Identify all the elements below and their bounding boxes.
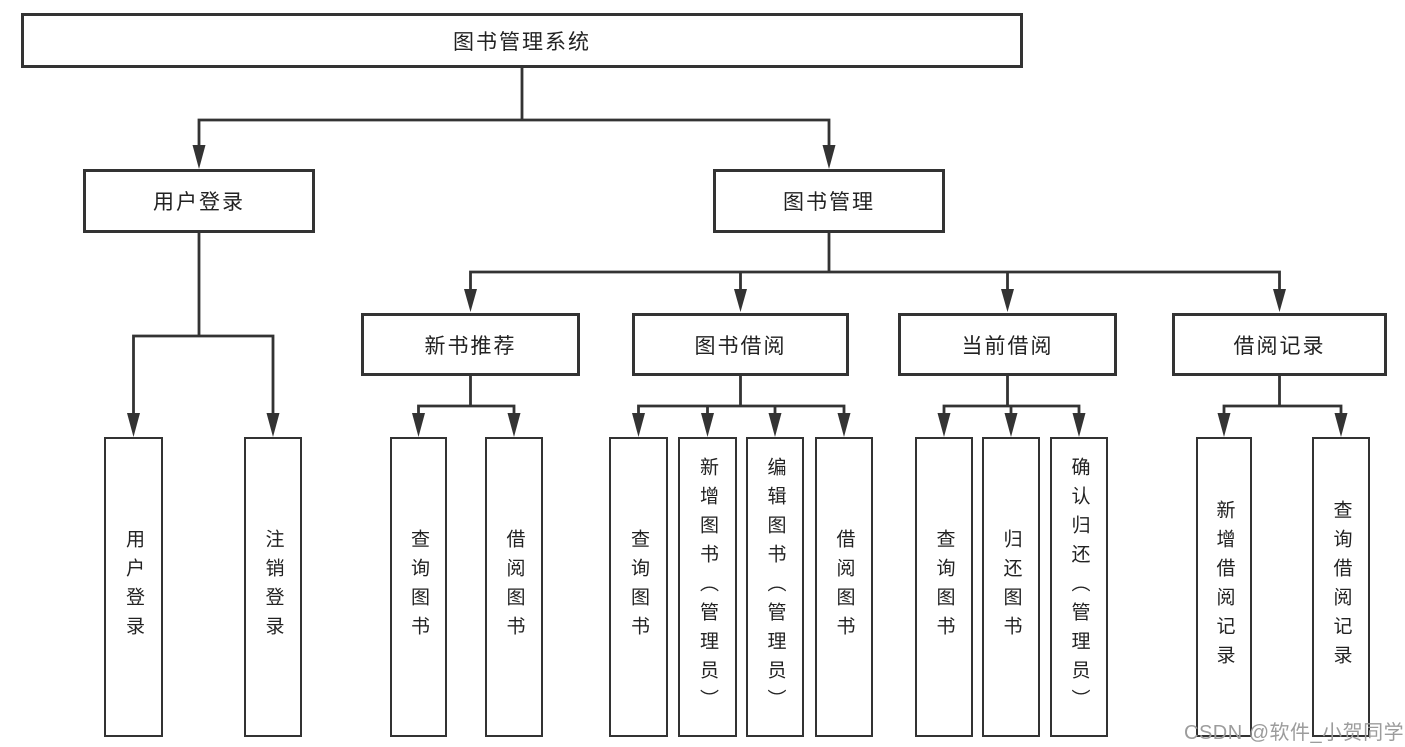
leaf-record-add-label: 新增借阅记录 bbox=[1213, 500, 1235, 674]
node-user-login-branch: 用户登录 bbox=[83, 169, 315, 233]
connector-borrow-to-leaves bbox=[637, 374, 846, 420]
leaf-confirm-return-admin-label: 确认归还（管理员） bbox=[1068, 456, 1090, 718]
leaf-return-book-label: 归还图书 bbox=[1000, 529, 1022, 645]
leaf-current-query-label: 查询图书 bbox=[933, 529, 955, 645]
leaf-record-query: 查询借阅记录 bbox=[1312, 437, 1370, 737]
leaf-user-login: 用户登录 bbox=[104, 437, 163, 737]
leaf-borrow-book-label: 借阅图书 bbox=[833, 529, 855, 645]
node-book-borrow: 图书借阅 bbox=[632, 313, 849, 376]
connector-userlogin-to-leaves bbox=[132, 231, 275, 420]
leaf-user-login-label: 用户登录 bbox=[123, 529, 144, 645]
leaf-logout-label: 注销登录 bbox=[262, 529, 284, 645]
leaf-newbook-borrow-label: 借阅图书 bbox=[503, 529, 525, 645]
connector-current-to-leaves bbox=[942, 374, 1081, 420]
node-borrow-record: 借阅记录 bbox=[1172, 313, 1387, 376]
connector-newbook-to-leaves bbox=[417, 374, 516, 420]
leaf-record-add: 新增借阅记录 bbox=[1196, 437, 1252, 737]
node-book-management-branch-label: 图书管理 bbox=[783, 191, 875, 214]
leaf-borrow-query-label: 查询图书 bbox=[628, 529, 649, 645]
leaf-borrow-edit-admin-label: 编辑图书（管理员） bbox=[764, 456, 786, 718]
connector-bookmgmt-to-level3 bbox=[469, 231, 1281, 295]
node-user-login-branch-label: 用户登录 bbox=[153, 191, 245, 214]
connector-record-to-leaves bbox=[1222, 374, 1343, 420]
node-book-management-branch: 图书管理 bbox=[713, 169, 945, 233]
leaf-newbook-query-label: 查询图书 bbox=[408, 529, 429, 645]
leaf-borrow-book: 借阅图书 bbox=[815, 437, 873, 737]
node-current-borrow-label: 当前借阅 bbox=[961, 334, 1054, 358]
leaf-confirm-return-admin: 确认归还（管理员） bbox=[1050, 437, 1108, 737]
leaf-borrow-add-admin: 新增图书（管理员） bbox=[678, 437, 737, 737]
node-root-system-label: 图书管理系统 bbox=[453, 30, 591, 54]
node-new-book-recommend-label: 新书推荐 bbox=[424, 334, 517, 358]
leaf-borrow-edit-admin: 编辑图书（管理员） bbox=[746, 437, 804, 737]
node-current-borrow: 当前借阅 bbox=[898, 313, 1117, 376]
node-root-system: 图书管理系统 bbox=[21, 13, 1023, 68]
leaf-return-book: 归还图书 bbox=[982, 437, 1040, 737]
node-book-borrow-label: 图书借阅 bbox=[694, 334, 787, 358]
leaf-newbook-borrow: 借阅图书 bbox=[485, 437, 543, 737]
node-new-book-recommend: 新书推荐 bbox=[361, 313, 580, 376]
leaf-borrow-add-admin-label: 新增图书（管理员） bbox=[697, 456, 718, 718]
arrowheads bbox=[127, 145, 1348, 437]
node-borrow-record-label: 借阅记录 bbox=[1233, 334, 1326, 358]
leaf-current-query: 查询图书 bbox=[915, 437, 973, 737]
csdn-watermark: CSDN @软件_小贺同学 bbox=[1184, 722, 1405, 744]
leaf-logout: 注销登录 bbox=[244, 437, 302, 737]
leaf-borrow-query: 查询图书 bbox=[609, 437, 668, 737]
leaf-record-query-label: 查询借阅记录 bbox=[1330, 500, 1352, 674]
connector-root-to-level2 bbox=[197, 66, 831, 149]
leaf-newbook-query: 查询图书 bbox=[390, 437, 447, 737]
